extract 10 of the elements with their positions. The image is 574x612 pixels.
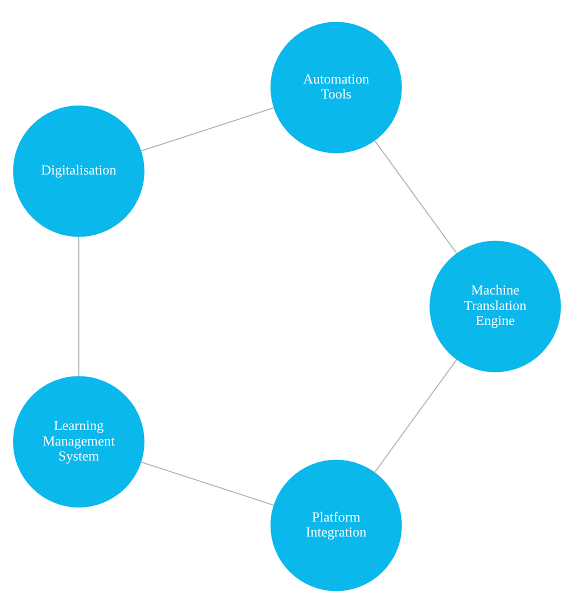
node-circle: Learning Management System: [13, 376, 144, 508]
connector: [140, 106, 274, 151]
connector: [140, 461, 274, 506]
node-circle: Digitalisation: [13, 104, 144, 236]
connector: [78, 236, 80, 376]
connector: [374, 358, 458, 472]
connector: [374, 140, 458, 254]
node-circle: Machine Translation Engine: [430, 240, 561, 372]
node-circle: Platform Integration: [270, 459, 402, 591]
node-circle: Automation Tools: [270, 21, 402, 153]
